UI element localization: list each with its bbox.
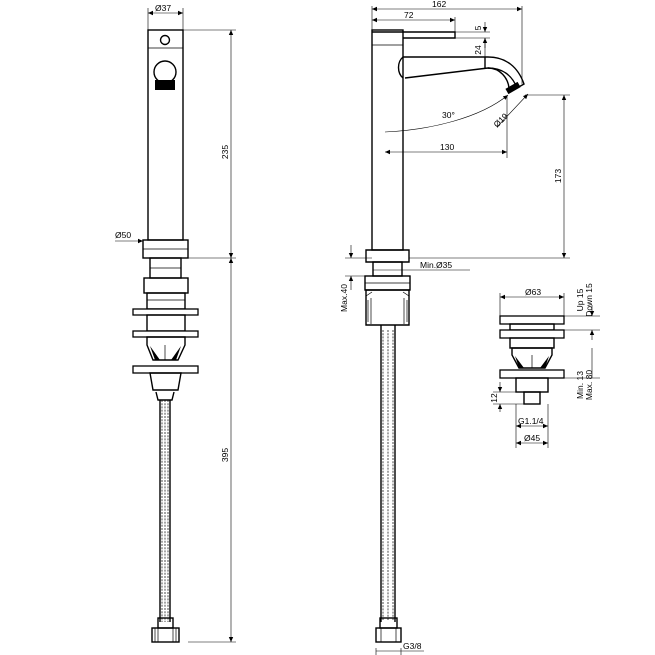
waste-detail (499, 315, 565, 405)
dim-waste-top-dia: Ø63 (525, 287, 541, 297)
dim-min-hole: Min.Ø35 (420, 260, 452, 270)
spout (403, 56, 525, 90)
dim-max-80: Max. 80 (584, 370, 594, 401)
dim-up: Up 15 (575, 288, 585, 311)
dim-waste-thread: G1.1/4 (518, 416, 544, 426)
dim-side-overall: 162 (432, 0, 446, 9)
waste-dimensions: Ø63 Up 15 Down 15 Min. 13 Max. 80 12 G1.… (489, 283, 600, 448)
dim-base-dia: Ø50 (115, 230, 131, 240)
lever-top-circle (159, 34, 171, 46)
dim-angle: 30° (442, 110, 455, 120)
aerator-side (505, 81, 521, 95)
dim-reach: 130 (440, 142, 454, 152)
dim-outlet-dia: Ø19 (491, 111, 510, 130)
dim-front-body-dia: Ø37 (155, 3, 171, 13)
front-dimensions: Ø37 235 Ø50 395 (115, 3, 236, 643)
dim-side-24: 24 (473, 45, 483, 55)
threaded-nut-side (365, 289, 410, 326)
lock-nut (146, 336, 186, 361)
aerator-outlet (155, 80, 175, 90)
dim-max-deck: Max.40 (339, 284, 349, 312)
dim-side-72: 72 (404, 10, 414, 20)
dim-down: Down 15 (584, 283, 594, 317)
waste-cap (499, 315, 565, 325)
hose-fitting-side (375, 627, 402, 643)
dim-hose-thread: G3/8 (403, 641, 422, 651)
dim-min-13: Min. 13 (575, 371, 585, 399)
lever-side (372, 31, 456, 39)
waste-outlet (523, 391, 541, 405)
side-view (364, 29, 525, 643)
dim-front-height: 235 (220, 145, 230, 159)
front-view (132, 29, 199, 643)
side-dimensions: 162 72 5 24 30° Ø19 130 173 Min.Ø35 (339, 0, 570, 655)
dim-spout-height: 173 (553, 169, 563, 183)
dim-side-5: 5 (473, 25, 483, 30)
dim-12: 12 (489, 393, 499, 403)
faucet-body-side (371, 29, 404, 251)
dim-hose-length: 395 (220, 448, 230, 462)
aerator-icon (153, 60, 177, 84)
hose-fitting-front (151, 627, 180, 643)
dim-waste-bottom-dia: Ø45 (524, 433, 540, 443)
